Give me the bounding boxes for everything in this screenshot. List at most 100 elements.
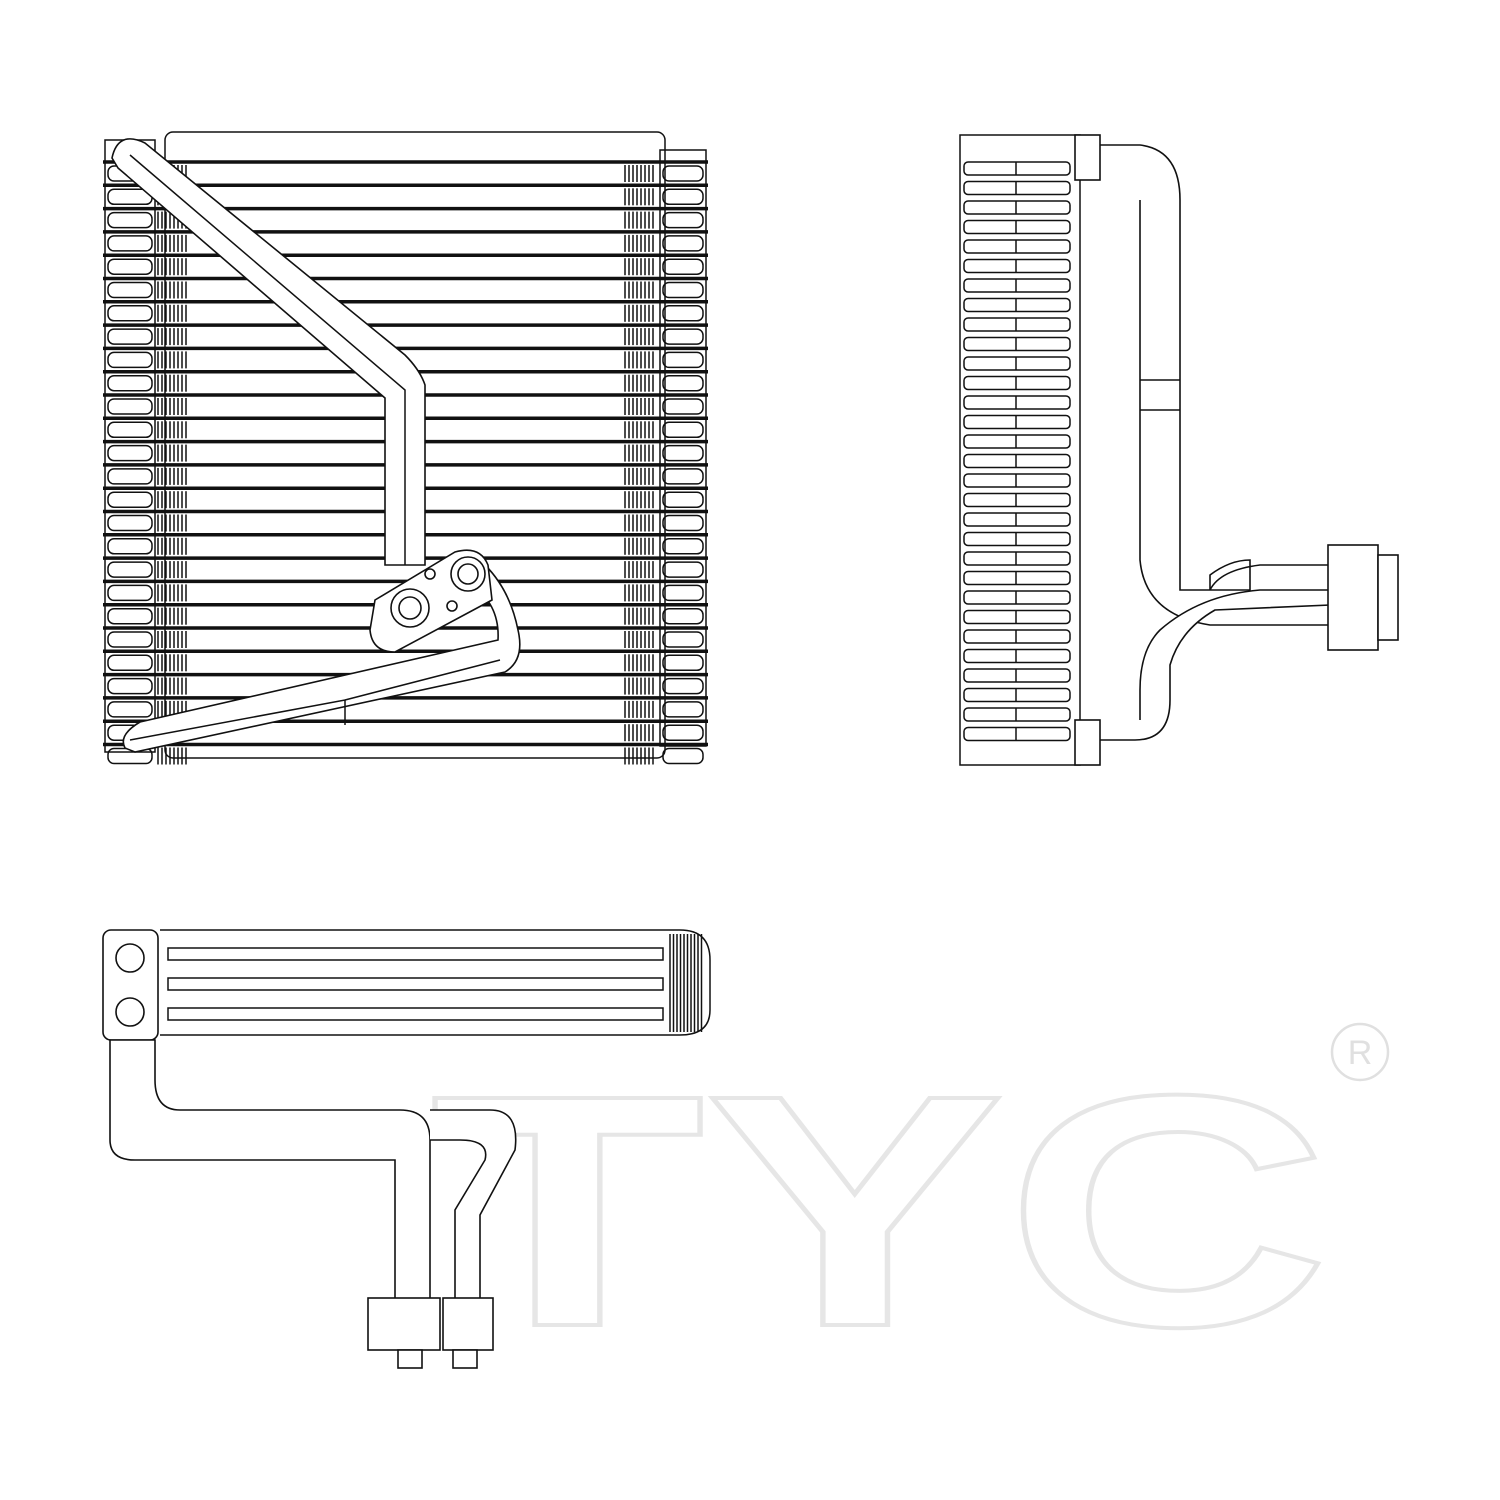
top-tube-rows bbox=[167, 934, 703, 1032]
header-cell bbox=[107, 538, 153, 555]
pipe-joint bbox=[1140, 379, 1180, 411]
top-inlet-pipe bbox=[109, 1039, 431, 1301]
header-cell bbox=[662, 491, 704, 508]
header-cell bbox=[662, 374, 704, 392]
fin-row bbox=[963, 531, 1071, 547]
registered-mark-circle bbox=[1330, 1022, 1390, 1082]
top-bracket bbox=[1074, 134, 1101, 181]
header-cell bbox=[662, 631, 704, 648]
header-cell bbox=[107, 351, 153, 369]
header-cell bbox=[662, 328, 704, 345]
top-port-right bbox=[452, 1349, 478, 1369]
fin-row bbox=[963, 668, 1071, 683]
fin-row bbox=[963, 726, 1071, 742]
side-inlet-pipe bbox=[1095, 144, 1331, 626]
header-cell bbox=[107, 328, 153, 345]
header-cell bbox=[662, 468, 704, 485]
header-cell bbox=[662, 514, 704, 532]
registered-mark: R bbox=[1348, 1034, 1373, 1072]
header-cell bbox=[662, 281, 704, 299]
header-cell bbox=[662, 305, 704, 322]
header-cell bbox=[107, 374, 153, 392]
bolt-hole bbox=[446, 600, 458, 612]
fin-row bbox=[963, 336, 1071, 352]
fin-row bbox=[963, 609, 1071, 625]
fin-row bbox=[963, 395, 1071, 410]
port-circle bbox=[115, 997, 145, 1027]
fin-row bbox=[963, 219, 1071, 235]
tube-slot bbox=[167, 977, 664, 991]
header-cell bbox=[662, 444, 704, 462]
fin-row bbox=[963, 473, 1071, 488]
side-core-outline bbox=[959, 134, 1081, 766]
top-port-left bbox=[397, 1349, 423, 1369]
header-cell bbox=[662, 724, 704, 741]
inlet-port-inner bbox=[398, 596, 422, 620]
header-cell bbox=[107, 491, 153, 508]
tyc-logo-text: TYC bbox=[430, 1026, 1330, 1395]
header-cell bbox=[662, 607, 704, 625]
header-cell bbox=[662, 188, 704, 206]
front-view bbox=[103, 131, 708, 765]
fin-row bbox=[963, 356, 1071, 371]
fin-row bbox=[963, 375, 1071, 391]
header-cell bbox=[107, 631, 153, 648]
fin-row bbox=[963, 200, 1071, 215]
header-cell bbox=[107, 654, 153, 672]
fin-row bbox=[963, 629, 1071, 644]
core-outline bbox=[164, 131, 666, 759]
top-view bbox=[102, 929, 711, 1369]
header-cell bbox=[107, 677, 153, 695]
header-cell bbox=[662, 211, 704, 229]
outlet-port-inner bbox=[457, 563, 479, 585]
top-fitting-right bbox=[442, 1297, 494, 1351]
header-cell bbox=[107, 421, 153, 439]
header-cell bbox=[107, 561, 153, 578]
bolt-hole bbox=[424, 568, 436, 580]
header-cell bbox=[107, 258, 153, 275]
inlet-pipe-centerline bbox=[129, 154, 406, 565]
header-cell bbox=[662, 351, 704, 369]
tube-slot bbox=[167, 947, 664, 961]
port-circle bbox=[115, 943, 145, 973]
outlet-pipe-joint bbox=[129, 659, 501, 741]
header-cell bbox=[107, 444, 153, 462]
header-cell bbox=[107, 235, 153, 252]
header-cell bbox=[662, 538, 704, 555]
side-view bbox=[959, 134, 1399, 766]
header-cell bbox=[662, 747, 704, 765]
header-cell bbox=[662, 398, 704, 415]
header-cell bbox=[662, 165, 704, 182]
fin-row bbox=[963, 453, 1071, 469]
header-cell bbox=[662, 561, 704, 578]
side-fin-rows bbox=[963, 161, 1071, 742]
header-cell bbox=[107, 211, 153, 229]
header-cell bbox=[107, 607, 153, 625]
header-cell bbox=[662, 258, 704, 275]
fin-row bbox=[963, 434, 1071, 449]
fin-row bbox=[963, 687, 1071, 703]
fin-row bbox=[963, 239, 1071, 254]
header-cell bbox=[107, 398, 153, 415]
top-core-outline bbox=[160, 929, 711, 1036]
inlet-pipe bbox=[111, 138, 426, 566]
fin-row bbox=[963, 317, 1071, 332]
bottom-bracket bbox=[1074, 719, 1101, 766]
header-cell bbox=[662, 701, 704, 718]
header-cell bbox=[107, 281, 153, 299]
side-fitting-ports bbox=[1377, 554, 1399, 641]
header-cell bbox=[662, 654, 704, 672]
header-cell bbox=[107, 305, 153, 322]
top-fitting-left bbox=[367, 1297, 441, 1351]
fin-row bbox=[963, 278, 1071, 293]
header-cell bbox=[107, 514, 153, 532]
outlet-pipe bbox=[122, 563, 521, 753]
header-cell bbox=[107, 701, 153, 718]
fin-row bbox=[963, 414, 1071, 430]
fin-row bbox=[963, 570, 1071, 586]
fin-row bbox=[963, 297, 1071, 313]
header-cell bbox=[107, 584, 153, 602]
fin-row bbox=[963, 180, 1071, 196]
fin-row bbox=[963, 492, 1071, 508]
